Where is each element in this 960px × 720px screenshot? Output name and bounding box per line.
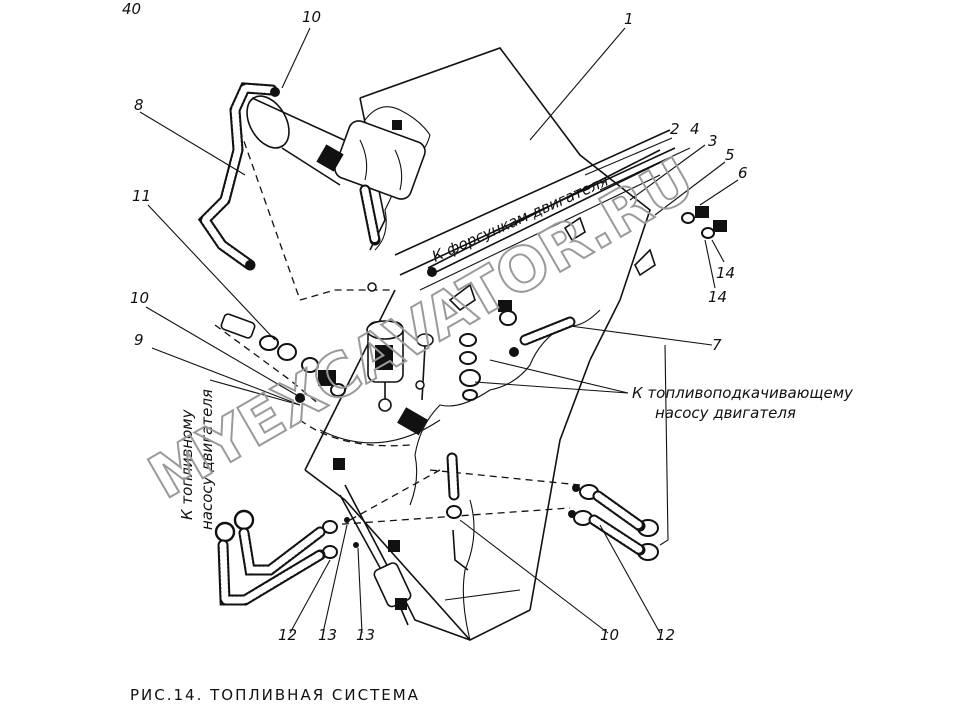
callout-2: 2 <box>670 120 680 138</box>
callout-12-right: 12 <box>656 626 675 644</box>
callout-5: 5 <box>725 146 735 164</box>
right-fittings <box>459 206 727 401</box>
callout-12-left: 12 <box>278 626 297 644</box>
fitting <box>245 260 255 270</box>
callout-13-left: 13 <box>318 626 337 644</box>
callout-4: 4 <box>690 120 700 138</box>
callout-14-a: 14 <box>716 264 735 282</box>
callout-3: 3 <box>708 132 718 150</box>
label-to-pump-line2: насосу двигателя <box>655 404 796 422</box>
callout-9: 9 <box>134 331 144 349</box>
injector-lines <box>427 149 666 312</box>
callout-10-top: 10 <box>302 8 321 26</box>
callout-6: 6 <box>738 164 748 182</box>
callout-1: 1 <box>624 10 634 28</box>
figure-caption: РИС.14. ТОПЛИВНАЯ СИСТЕМА <box>130 686 420 704</box>
callout-8: 8 <box>134 96 144 114</box>
fitting <box>270 87 280 97</box>
callout-7: 7 <box>712 336 722 354</box>
callout-13-right: 13 <box>356 626 375 644</box>
callout-14-b: 14 <box>708 288 727 306</box>
left-fittings <box>220 313 400 552</box>
callout-10-bottom: 10 <box>600 626 619 644</box>
callout-11: 11 <box>132 187 151 205</box>
label-to-fuel-pump-line2: насосу двигателя <box>198 389 216 530</box>
callout-10-left: 10 <box>130 289 149 307</box>
callouts: 1 2 4 3 5 6 7 8 9 10 10 10 11 12 12 13 1… <box>130 8 748 644</box>
fuel-filter <box>246 95 426 200</box>
leader-lines <box>139 27 739 634</box>
label-to-fuel-pump-line1: К топливному <box>178 408 196 520</box>
label-to-pump-line1: К топливоподкачивающему <box>632 384 854 402</box>
tap-assembly <box>366 320 434 436</box>
corner-mark: 40 <box>122 0 141 18</box>
